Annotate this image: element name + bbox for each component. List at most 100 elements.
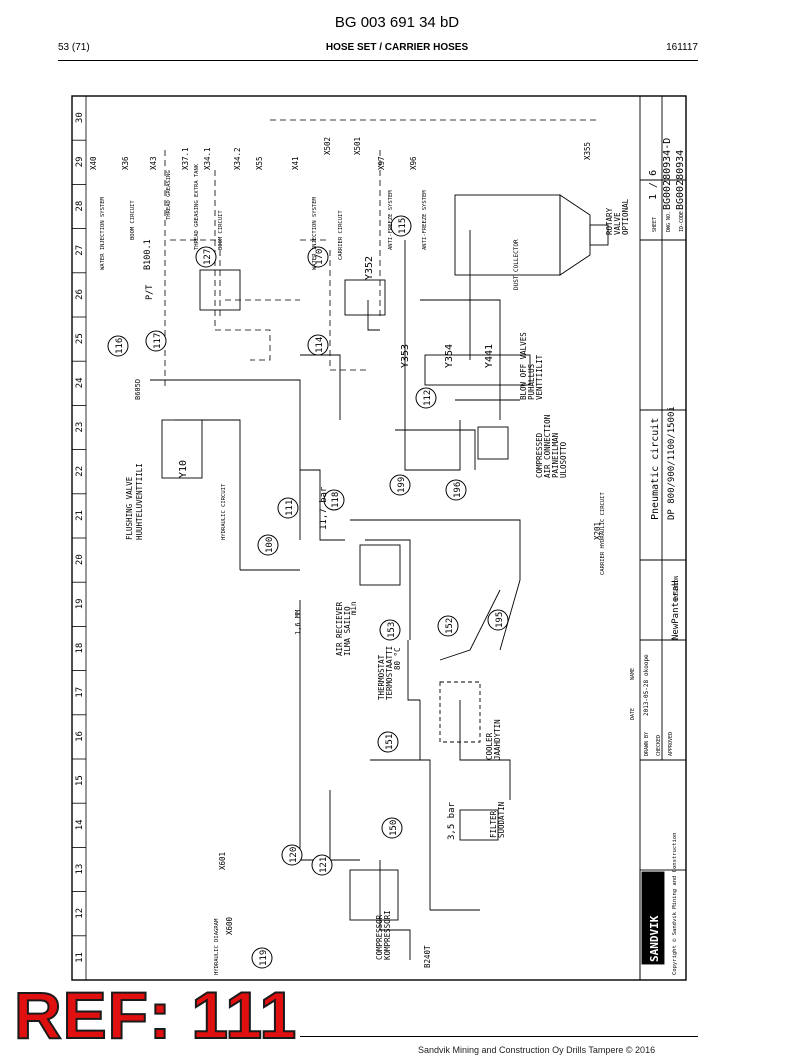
x97-label: X97 <box>377 156 386 170</box>
pressure-117-label: 11,7 bar <box>319 486 329 530</box>
callout-number: 170 <box>315 249 325 265</box>
callout-circle <box>389 474 411 496</box>
name-value: okoope <box>643 654 650 676</box>
callout-number: 121 <box>319 857 329 873</box>
y354-label: Y354 <box>444 344 455 368</box>
x600-label: X600 <box>225 916 234 935</box>
ruler-number: 23 <box>75 422 85 433</box>
x201-label: X201 <box>593 522 602 540</box>
footer-rule <box>300 1036 698 1037</box>
y353-label: Y353 <box>400 344 411 368</box>
project-name: NewPanteraH <box>671 580 681 640</box>
thread-greasing-label: THREAD GREASING <box>166 170 172 220</box>
callout-circle <box>195 246 217 268</box>
callout-number: 112 <box>423 390 433 406</box>
filter-box <box>459 809 499 841</box>
ruler-number: 13 <box>75 864 85 875</box>
blow-off-label: BLOW OFF VALVES <box>519 332 528 400</box>
x55-label: X55 <box>255 156 264 170</box>
x502-label: X502 <box>323 137 332 155</box>
x96-label: X96 <box>409 156 418 170</box>
blow-off-valves-box <box>424 354 531 386</box>
air-receiver-box <box>359 544 401 586</box>
x43-label: X43 <box>149 156 158 170</box>
drawing-title-1: Pneumatic circuit <box>650 418 661 520</box>
y10-label: Y10 <box>178 460 189 478</box>
compressed-air-label-3: PAINEILMAN <box>551 433 560 478</box>
callout-number: 100 <box>265 537 275 553</box>
approved-label: APPROVED <box>668 732 674 756</box>
blow-off-label-2: PUHALLUS <box>527 363 536 400</box>
callout-circle <box>323 489 345 511</box>
dwg-value: BG00280934-D <box>662 138 673 210</box>
thermostat-label: THERMOSTAT <box>377 654 386 700</box>
pressure-35-label: 3,5 bar <box>447 801 457 840</box>
callout-number: 120 <box>289 847 299 863</box>
blow-off-label-3: VENTTIILIT <box>535 354 544 400</box>
document-id: BG 003 691 34 bD <box>334 14 460 31</box>
name-header: NAME <box>630 668 636 680</box>
section-title: HOSE SET / CARRIER HOSES <box>325 42 469 53</box>
thermostat-label-3: 80 °C <box>393 647 402 670</box>
id-code-label: ID-CODE <box>679 211 685 232</box>
rotary-valve-box <box>589 224 609 246</box>
callout-number: 118 <box>331 492 341 508</box>
document-date: 161117 <box>666 42 698 53</box>
water-injection-label: WATER INJECTION SYSTEM <box>100 196 106 270</box>
flushing-valve-box <box>161 419 203 479</box>
dwg-label: DWG NO. <box>666 211 672 232</box>
pt-label: P/T <box>145 285 155 300</box>
callout-circle <box>377 731 399 753</box>
cooler-label-2: JAAHDYTIN <box>493 719 502 760</box>
callout-circle <box>307 334 329 356</box>
carrier-circuit-label: CARRIER CIRCUIT <box>338 210 344 260</box>
page-number: 53 (71) <box>58 42 90 53</box>
air-receiver-label: AIR RECIEVER <box>335 601 344 656</box>
ruler-number: 16 <box>75 731 85 742</box>
compressor-label: COMPRESSOR <box>375 914 384 960</box>
compressed-air-label-2: AIR CONNECTION <box>543 415 552 478</box>
compressed-air-box <box>477 426 509 460</box>
boom-circuit-label: BOOM CIRCUIT <box>130 200 136 240</box>
callout-number: 195 <box>495 612 505 628</box>
pt-sensor-box <box>199 269 241 311</box>
ruler-number: 27 <box>75 245 85 256</box>
rotary-valve-label-2: VALVE <box>613 212 622 235</box>
ruler-ticks <box>72 95 86 981</box>
ruler-number: 24 <box>75 377 85 388</box>
x40-label: X40 <box>89 156 98 170</box>
cooler-label: COOLER <box>485 732 494 760</box>
filter-label-2: SUODATIN <box>497 802 506 838</box>
ruler-number: 22 <box>75 466 85 477</box>
boom-circuit-label-2: BOOM CIRCUIT <box>218 210 224 250</box>
position-label: POSITION <box>674 576 680 600</box>
callout-number: 199 <box>397 477 407 493</box>
drawn-by-label: DRAWN BY <box>644 732 650 756</box>
ruler-number: 28 <box>75 201 85 212</box>
thermostat-label-2: TERMOSTAATTI <box>385 646 394 700</box>
rotary-valve-label: ROTARY <box>605 207 614 235</box>
callout-number: 117 <box>153 333 163 349</box>
reference-stamp: REF: 111 <box>13 978 298 1052</box>
ruler-number: 25 <box>75 333 85 344</box>
x34-2-label: X34.2 <box>233 147 242 170</box>
id-code-value: BG00280934 <box>675 150 686 210</box>
thread-extra-label: THREAD GREASING EXTRA TANK <box>194 163 200 250</box>
compressed-air-label-4: ULOSOTTO <box>559 441 568 478</box>
component-boxes <box>161 194 609 921</box>
callout-circle <box>390 215 412 237</box>
callout-circle <box>379 619 401 641</box>
callout-circle <box>307 246 329 268</box>
y441-label: Y441 <box>484 344 495 368</box>
dust-collector-cone <box>559 194 591 276</box>
callout-circle <box>415 387 437 409</box>
y352-label: Y352 <box>364 256 375 280</box>
water-injection-label-2: WATER INJECTION SYSTEM <box>312 196 318 270</box>
sandvik-logo: SANDVIK <box>648 915 661 962</box>
y352-valve-box <box>344 279 386 316</box>
drawing-title-2: DP 800/900/1100/1500i <box>667 406 677 520</box>
callout-number: 152 <box>445 618 455 634</box>
